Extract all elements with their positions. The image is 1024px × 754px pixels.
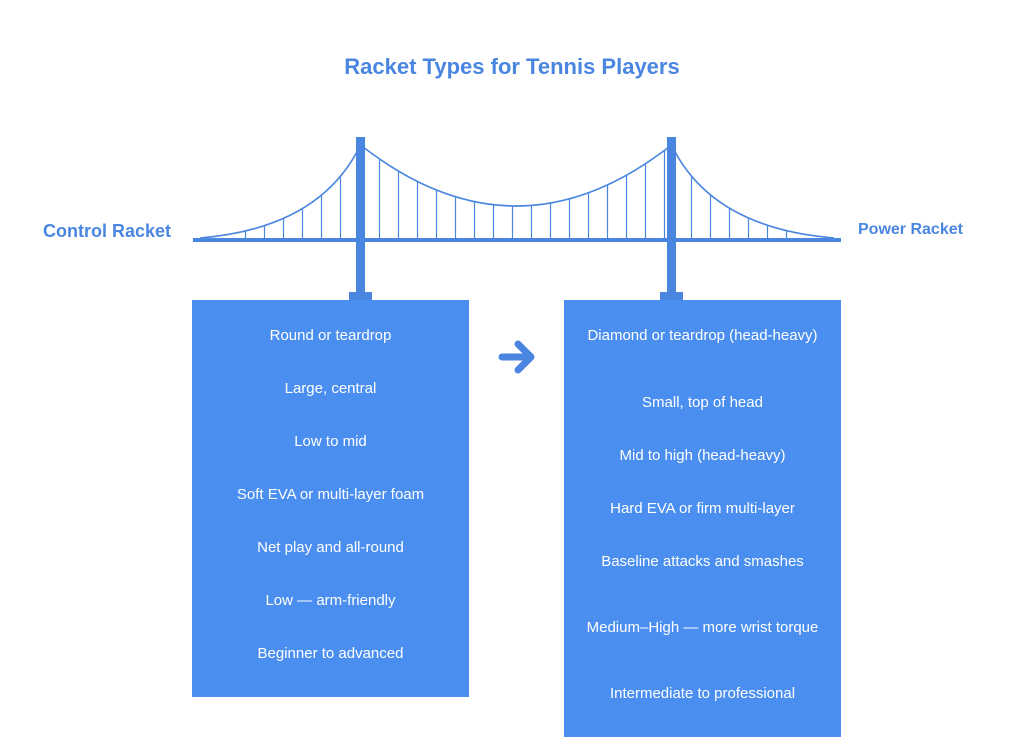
left-side-cable — [199, 144, 362, 239]
control-racket-panel: Round or teardrop Large, central Low to … — [192, 300, 469, 697]
arrow-right-icon — [498, 340, 535, 374]
power-core-material: Hard EVA or firm multi-layer — [610, 500, 795, 517]
power-play-style: Baseline attacks and smashes — [601, 553, 804, 570]
bridge-tower-right-base — [660, 292, 683, 300]
power-skill-level: Intermediate to professional — [609, 685, 796, 702]
control-head-shape: Round or teardrop — [269, 327, 392, 344]
control-arm-stress: Low — arm-friendly — [265, 592, 396, 609]
control-skill-level: Beginner to advanced — [257, 645, 404, 662]
power-sweet-spot: Small, top of head — [642, 394, 763, 411]
power-head-shape: Diamond or teardrop (head-heavy) — [587, 327, 818, 344]
control-balance: Low to mid — [294, 433, 367, 450]
bridge-tower-left — [356, 137, 365, 295]
bridge-deck — [193, 238, 841, 242]
bridge-tower-right — [667, 137, 676, 295]
control-racket-label: Control Racket — [43, 221, 172, 241]
power-balance: Mid to high (head-heavy) — [619, 447, 786, 464]
power-racket-label: Power Racket — [858, 221, 963, 238]
right-side-cable — [670, 144, 835, 239]
main-cable — [360, 144, 672, 207]
bridge-tower-left-base — [349, 292, 372, 300]
control-sweet-spot: Large, central — [284, 380, 377, 397]
control-play-style: Net play and all-round — [257, 539, 404, 556]
power-arm-stress: Medium–High — more wrist torque — [586, 619, 819, 636]
power-racket-panel: Diamond or teardrop (head-heavy) Small, … — [564, 300, 841, 737]
control-core-material: Soft EVA or multi-layer foam — [236, 486, 425, 503]
diagram-title: Racket Types for Tennis Players — [344, 54, 680, 79]
